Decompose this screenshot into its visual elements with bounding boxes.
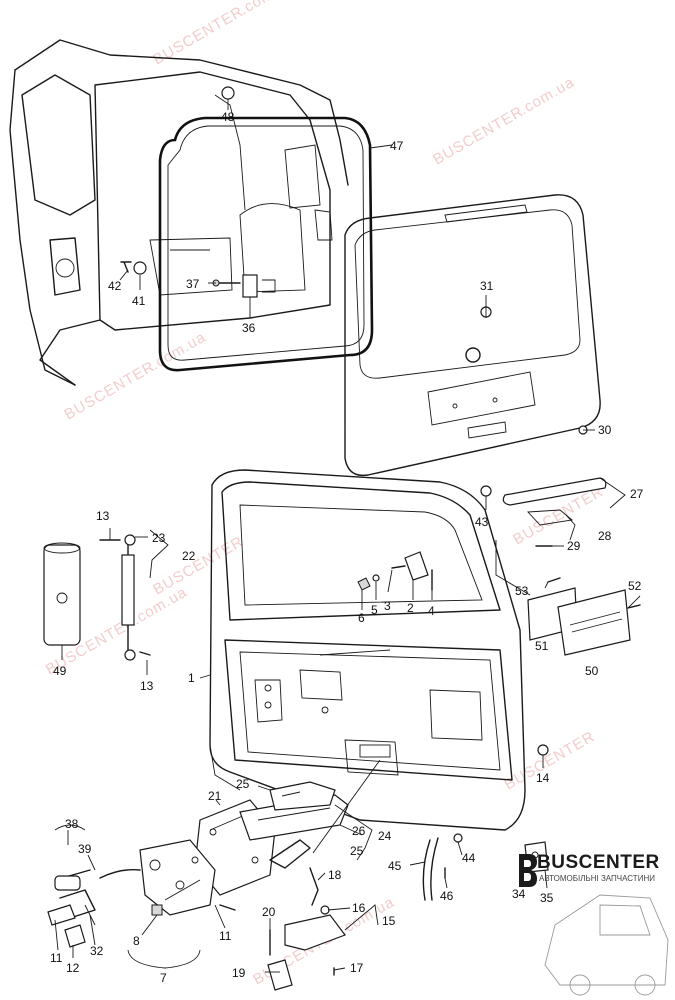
callout-41: 41 bbox=[132, 294, 146, 308]
callout-32: 32 bbox=[90, 944, 104, 958]
callout-45: 45 bbox=[388, 859, 402, 873]
striker-36 bbox=[242, 274, 258, 298]
callout-25b: 25 bbox=[350, 844, 364, 858]
callout-38: 38 bbox=[65, 817, 79, 831]
callout-29: 29 bbox=[567, 539, 581, 553]
brake-light-27 bbox=[480, 425, 607, 547]
logo-mark-icon bbox=[519, 854, 537, 887]
callout-6: 6 bbox=[358, 611, 365, 625]
callout-39: 39 bbox=[78, 842, 92, 856]
lower-hinge bbox=[267, 905, 346, 991]
callout-53: 53 bbox=[515, 584, 529, 598]
logo-brand-text: BUSCENTER bbox=[537, 852, 660, 873]
plate-light-parts bbox=[527, 577, 641, 656]
clip-48 bbox=[221, 86, 235, 100]
leader-lines bbox=[54, 99, 641, 973]
tailgate-body-1 bbox=[209, 469, 549, 831]
gas-strut-22 bbox=[99, 534, 151, 661]
callout-16: 16 bbox=[352, 901, 366, 915]
callout-42: 42 bbox=[108, 279, 122, 293]
bumper-41 bbox=[133, 261, 147, 275]
callout-35: 35 bbox=[540, 891, 554, 905]
callout-5: 5 bbox=[371, 603, 378, 617]
callout-52: 52 bbox=[628, 579, 642, 593]
callout-15: 15 bbox=[382, 914, 396, 928]
callout-37: 37 bbox=[186, 277, 200, 291]
callout-3: 3 bbox=[384, 599, 391, 613]
watermark-site: .com.ua bbox=[517, 74, 578, 119]
callout-44: 44 bbox=[462, 851, 476, 865]
watermark-brand: BUSCENTER bbox=[430, 103, 526, 168]
callout-21: 21 bbox=[208, 789, 222, 803]
callout-18: 18 bbox=[328, 868, 342, 882]
callout-26: 26 bbox=[352, 824, 366, 838]
callout-11a: 11 bbox=[50, 951, 63, 965]
callout-47: 47 bbox=[390, 139, 404, 153]
rear-window-glass bbox=[344, 194, 601, 477]
lock-mechanism bbox=[47, 839, 319, 948]
callout-28: 28 bbox=[598, 529, 612, 543]
watermark-brand: BUSCENTER bbox=[502, 728, 598, 793]
callout-20: 20 bbox=[262, 905, 276, 919]
callout-36: 36 bbox=[242, 321, 256, 335]
callout-49: 49 bbox=[53, 664, 67, 678]
callout-24: 24 bbox=[378, 829, 392, 843]
callout-19: 19 bbox=[232, 966, 246, 980]
callout-1: 1 bbox=[188, 671, 195, 685]
callout-34: 34 bbox=[512, 887, 526, 901]
van-silhouette bbox=[544, 894, 669, 996]
logo-tagline: АВТОМОБІЛЬНІ ЗАПЧАСТИНИ bbox=[539, 874, 655, 883]
buscenter-logo: BUSCENTER АВТОМОБІЛЬНІ ЗАПЧАСТИНИ bbox=[515, 848, 665, 892]
door-seal-47 bbox=[120, 86, 374, 372]
callout-48: 48 bbox=[221, 110, 235, 124]
callout-4: 4 bbox=[428, 604, 435, 618]
callout-46: 46 bbox=[440, 889, 454, 903]
spray-can-49 bbox=[43, 542, 81, 646]
callout-50: 50 bbox=[585, 664, 599, 678]
callout-8: 8 bbox=[133, 934, 140, 948]
callout-43: 43 bbox=[475, 515, 489, 529]
callout-17: 17 bbox=[350, 961, 364, 975]
callout-22: 22 bbox=[182, 549, 196, 563]
callout-14: 14 bbox=[536, 771, 550, 785]
callout-12: 12 bbox=[66, 961, 80, 975]
callout-11b: 11 bbox=[219, 929, 232, 943]
callout-25a: 25 bbox=[236, 777, 250, 791]
callout-13a: 13 bbox=[96, 509, 110, 523]
callout-13b: 13 bbox=[140, 679, 154, 693]
callout-27: 27 bbox=[630, 487, 644, 501]
callout-2: 2 bbox=[407, 601, 414, 615]
callout-30: 30 bbox=[598, 423, 612, 437]
vehicle-rear-body bbox=[9, 39, 349, 386]
callout-51: 51 bbox=[535, 639, 549, 653]
watermark-brand: BUSCENTER bbox=[62, 358, 158, 423]
callout-labels: 48 47 42 41 37 36 31 30 27 43 28 29 53 5… bbox=[50, 110, 644, 985]
watermark-site: .com.ua bbox=[237, 0, 298, 18]
callout-23: 23 bbox=[152, 531, 166, 545]
callout-7: 7 bbox=[160, 971, 167, 985]
watermark-site: .com.ua bbox=[148, 329, 209, 374]
callout-31: 31 bbox=[480, 279, 494, 293]
